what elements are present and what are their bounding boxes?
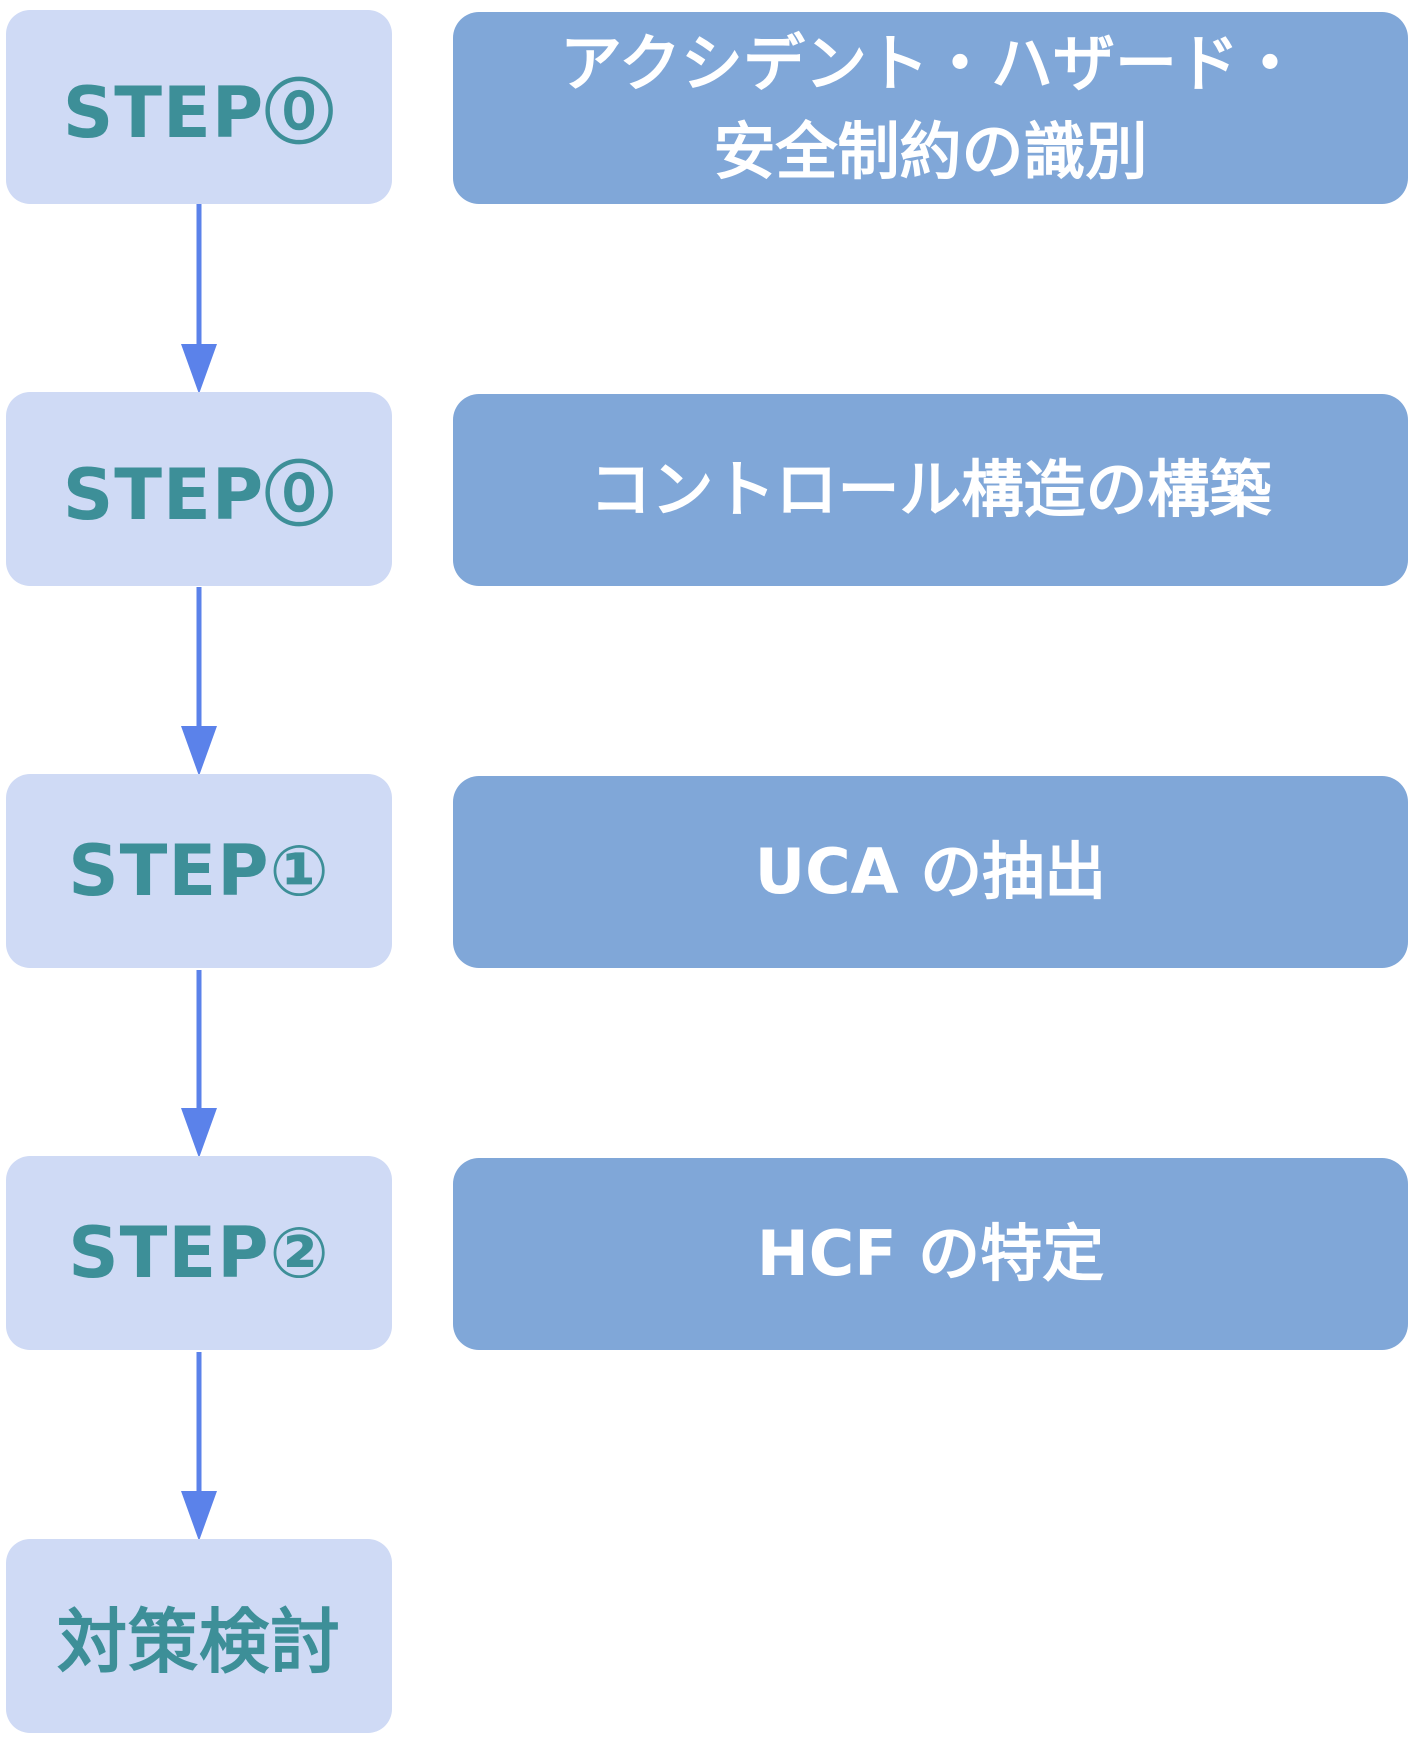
step-label: STEP⓪	[62, 71, 336, 154]
description-line: HCF の特定	[756, 1217, 1105, 1290]
description-box-hazard-identification: アクシデント・ハザード・ 安全制約の識別	[453, 12, 1408, 204]
arrow-step0-to-step1	[181, 587, 217, 776]
description-box-control-structure: コントロール構造の構築	[453, 394, 1408, 586]
step-box-countermeasure: 対策検討	[6, 1539, 392, 1733]
description-line: アクシデント・ハザード・	[560, 27, 1301, 100]
step-label: 対策検討	[57, 1600, 341, 1683]
step-label: STEP⓪	[62, 453, 336, 536]
step-label: STEP①	[68, 830, 330, 912]
arrow-step2-to-countermeasure	[181, 1352, 217, 1541]
description-line: UCA の抽出	[754, 835, 1107, 908]
step-label: STEP②	[68, 1212, 330, 1294]
description-box-uca-extraction: UCA の抽出	[453, 776, 1408, 968]
arrow-step0-to-step0	[181, 204, 217, 394]
description-line: コントロール構造の構築	[589, 453, 1272, 526]
arrow-step1-to-step2	[181, 970, 217, 1158]
step-box-2: STEP②	[6, 1156, 392, 1350]
description-line: 安全制約の識別	[713, 115, 1148, 188]
step-box-1: STEP①	[6, 774, 392, 968]
description-box-hcf-identification: HCF の特定	[453, 1158, 1408, 1350]
step-box-0-control-structure: STEP⓪	[6, 392, 392, 586]
description-text: アクシデント・ハザード・ 安全制約の識別	[560, 20, 1301, 196]
step-box-0-hazard: STEP⓪	[6, 10, 392, 204]
